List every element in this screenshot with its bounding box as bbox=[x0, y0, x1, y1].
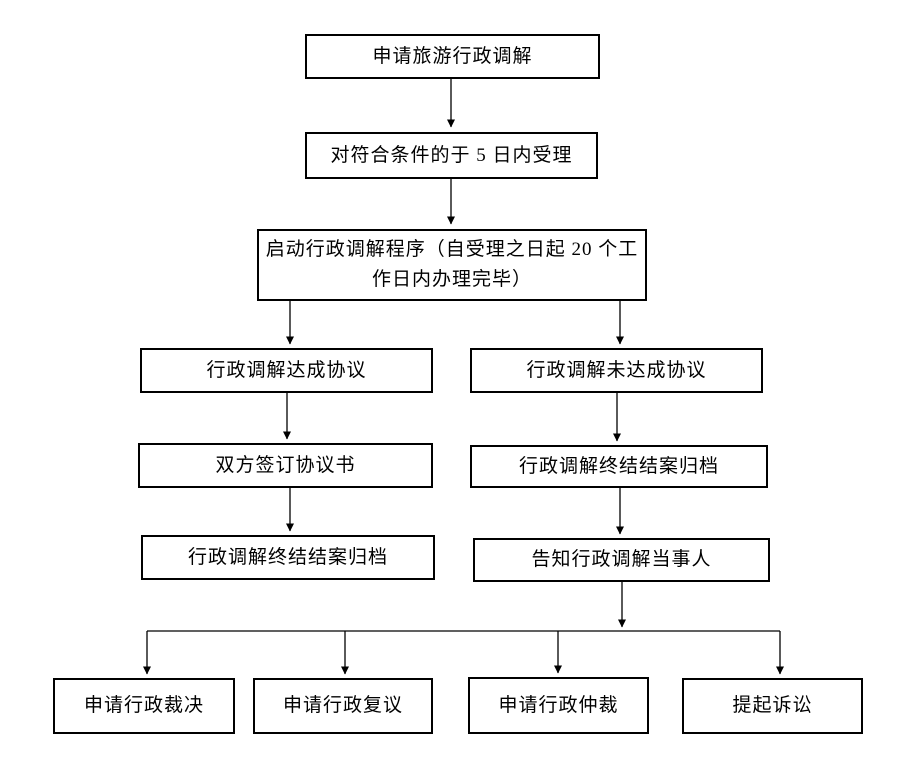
node-file-lawsuit: 提起诉讼 bbox=[682, 678, 863, 734]
node-agreement-reached: 行政调解达成协议 bbox=[140, 348, 433, 393]
node-start-mediation-procedure: 启动行政调解程序（自受理之日起 20 个工作日内办理完毕） bbox=[257, 229, 647, 301]
node-apply-administrative-review: 申请行政复议 bbox=[253, 678, 433, 734]
node-accept-within-5-days: 对符合条件的于 5 日内受理 bbox=[305, 132, 598, 179]
node-inform-parties: 告知行政调解当事人 bbox=[473, 538, 770, 582]
node-close-and-archive-left: 行政调解终结结案归档 bbox=[141, 535, 435, 580]
node-apply-administrative-ruling: 申请行政裁决 bbox=[53, 678, 235, 734]
node-close-and-archive-right: 行政调解终结结案归档 bbox=[470, 445, 768, 488]
node-apply-administrative-arbitration: 申请行政仲裁 bbox=[468, 677, 649, 734]
node-sign-agreement: 双方签订协议书 bbox=[138, 443, 433, 488]
node-apply-mediation: 申请旅游行政调解 bbox=[305, 34, 600, 79]
node-agreement-not-reached: 行政调解未达成协议 bbox=[470, 348, 763, 393]
